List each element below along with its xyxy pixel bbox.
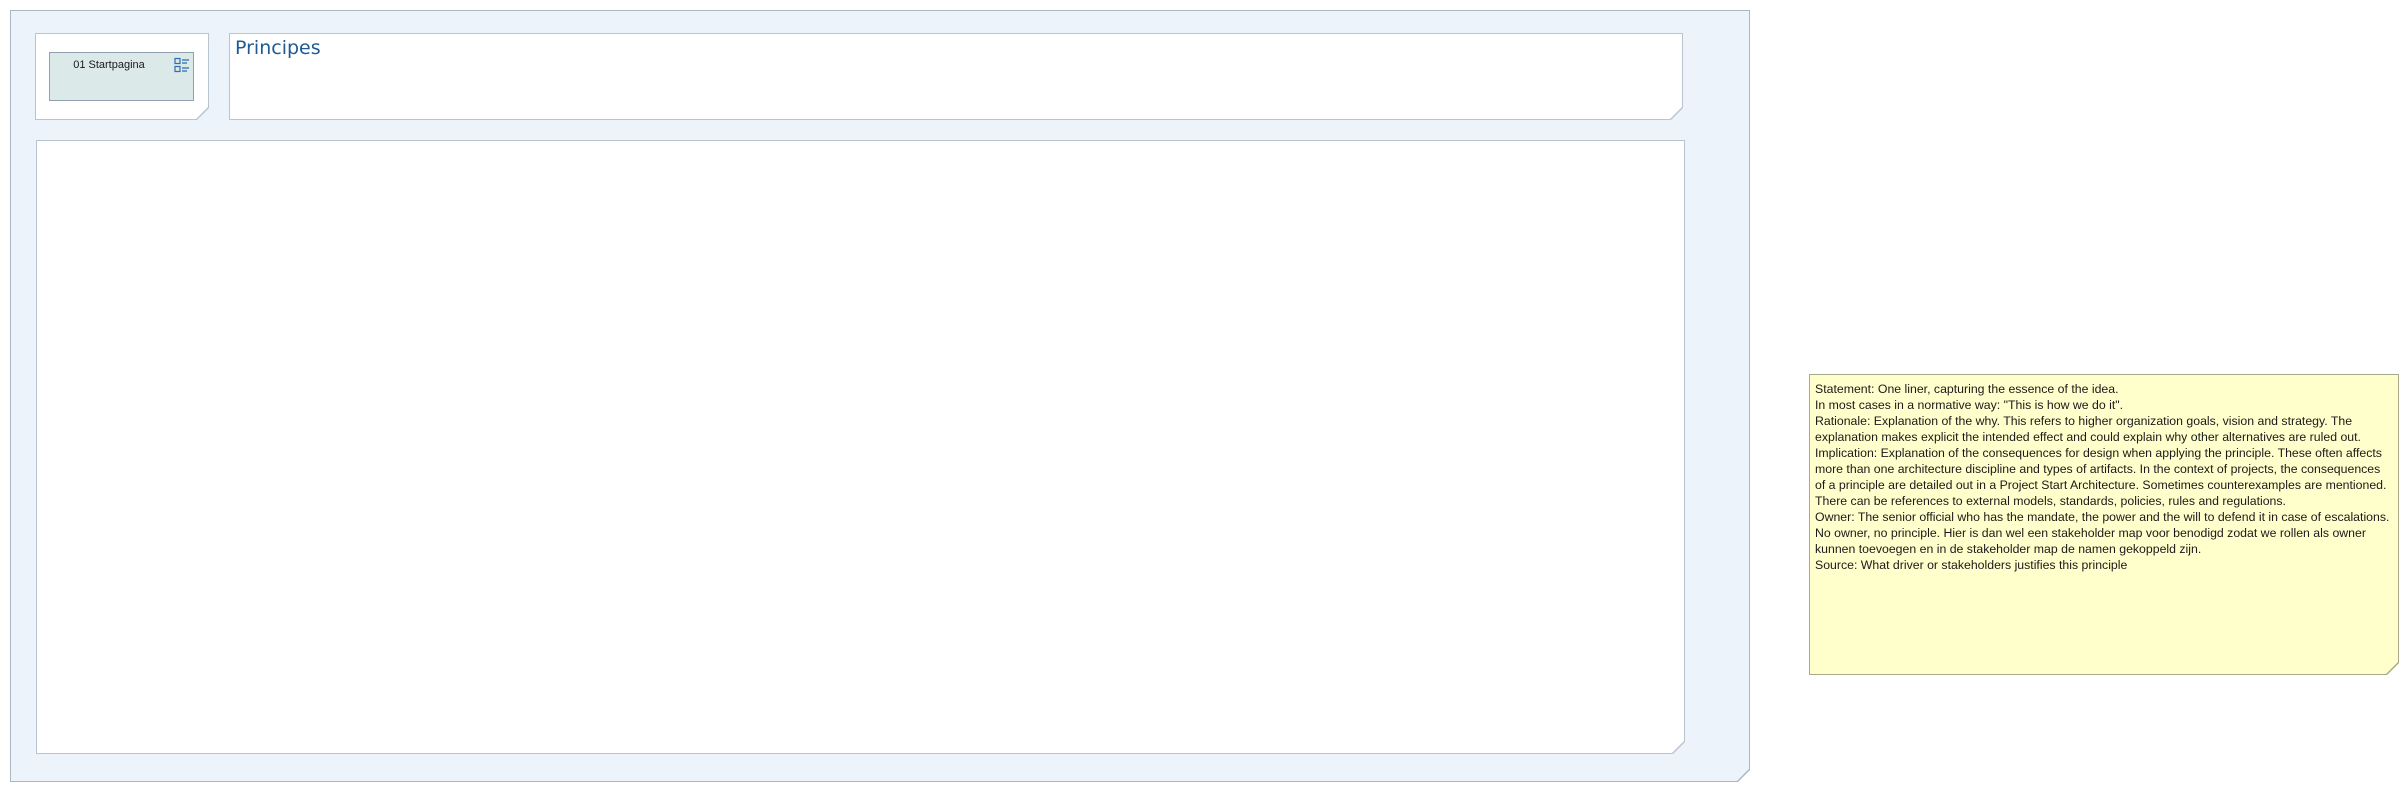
note-line-rationale: Rationale: Explanation of the why. This … bbox=[1815, 414, 2361, 444]
title-frame bbox=[230, 34, 1682, 119]
principle-template-note bbox=[1810, 375, 2398, 674]
view-reference-icon bbox=[174, 57, 189, 73]
note-line-normative: In most cases in a normative way: "This … bbox=[1815, 398, 2124, 412]
note-text: Statement: One liner, capturing the esse… bbox=[1815, 381, 2393, 573]
startpagina-label: 01 Startpagina bbox=[73, 59, 145, 71]
note-line-statement: Statement: One liner, capturing the esse… bbox=[1815, 382, 2119, 396]
note-line-owner: Owner: The senior official who has the m… bbox=[1815, 510, 2390, 556]
content-frame bbox=[37, 141, 1684, 753]
note-line-implication: Implication: Explanation of the conseque… bbox=[1815, 446, 2387, 508]
startpagina-view-reference[interactable]: 01 Startpagina bbox=[49, 52, 194, 101]
page-title: Principes bbox=[235, 37, 321, 59]
note-line-source: Source: What driver or stakeholders just… bbox=[1815, 558, 2128, 572]
